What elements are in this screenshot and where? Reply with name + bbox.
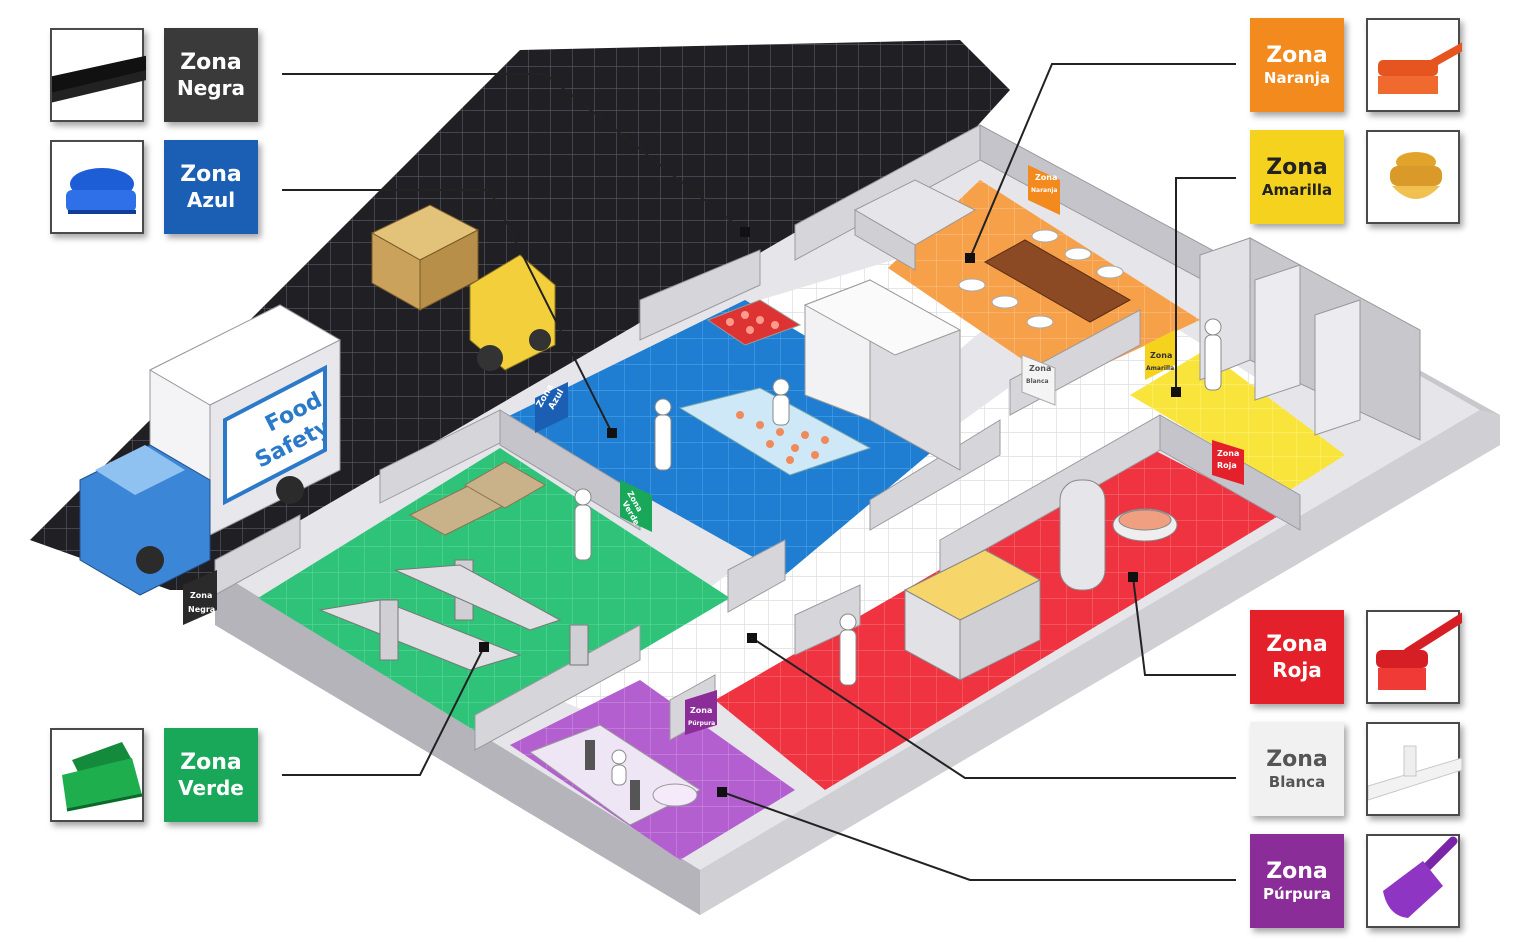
tool-box-amarilla (1366, 130, 1460, 224)
callout-amarilla (1175, 177, 1236, 392)
wall-sign-negra: Zona Negra (183, 570, 217, 625)
svg-text:Zona: Zona (1217, 449, 1239, 458)
wall-sign-naranja: Zona Naranja (1028, 165, 1060, 215)
prep-table (678, 387, 872, 476)
tool-box-azul (50, 140, 144, 234)
wall-sign-roja: Zona Roja (1212, 440, 1244, 485)
processing-machine (903, 479, 1178, 681)
tool-box-naranja (1366, 18, 1462, 112)
hand-brush-icon (1378, 42, 1462, 94)
workers (574, 318, 1222, 786)
wall-sign-azul: Zona Azul (535, 382, 568, 433)
display-case (706, 299, 802, 346)
callout-negra (282, 73, 746, 233)
callout-lines (282, 63, 1236, 881)
svg-text:Naranja: Naranja (1031, 187, 1057, 194)
tool-box-blanca (1366, 722, 1462, 816)
svg-text:Negra: Negra (188, 605, 215, 614)
callout-azul (282, 189, 613, 434)
squeegee-icon (1368, 745, 1462, 801)
callout-roja (1132, 576, 1236, 676)
callout-blanca (751, 637, 1236, 779)
push-broom-icon (52, 55, 146, 103)
callout-naranja (969, 63, 1236, 259)
scoop-icon (1383, 836, 1458, 918)
broom-head-icon (62, 742, 143, 812)
wall-sign-blanca: Zona Blanca (1021, 354, 1056, 406)
canteen-table (958, 229, 1132, 329)
svg-text:Zona: Zona (1029, 364, 1051, 373)
tool-box-purpura (1366, 834, 1460, 928)
delivery-truck: Food Safety (79, 304, 342, 596)
forklift (370, 204, 556, 371)
svg-text:Zona: Zona (190, 591, 212, 600)
handle-brush-icon (1376, 612, 1462, 690)
svg-text:Roja: Roja (1217, 461, 1237, 470)
svg-text:Zona: Zona (1035, 173, 1057, 182)
tool-box-verde (50, 728, 144, 822)
svg-text:Blanca: Blanca (1026, 378, 1049, 385)
svg-text:Zona: Zona (690, 706, 712, 715)
white-zone-floor (560, 300, 1260, 735)
walk-in-freezer (803, 279, 962, 471)
callout-purpura (721, 791, 1236, 881)
svg-text:Púrpura: Púrpura (688, 720, 715, 727)
hand-scrub-brush-icon (66, 168, 136, 214)
callout-verde (282, 646, 485, 776)
wall-sign-verde: Zona Verde (620, 480, 652, 532)
callout-markers (479, 227, 1181, 797)
kitchen-counter (853, 179, 977, 271)
pot-brush-icon (1390, 152, 1442, 199)
conveyor-line (318, 559, 589, 671)
svg-text:Zona: Zona (1150, 351, 1172, 360)
wall-sign-amarilla: Zona Amarilla (1145, 330, 1175, 380)
tool-box-roja (1366, 610, 1462, 704)
wall-sign-purpura: Zona Púrpura (685, 690, 717, 735)
yellow-zone-floor (1130, 350, 1345, 490)
svg-text:Amarilla: Amarilla (1146, 365, 1174, 372)
tool-box-negra (50, 28, 146, 122)
pallet-boxes (408, 461, 547, 536)
